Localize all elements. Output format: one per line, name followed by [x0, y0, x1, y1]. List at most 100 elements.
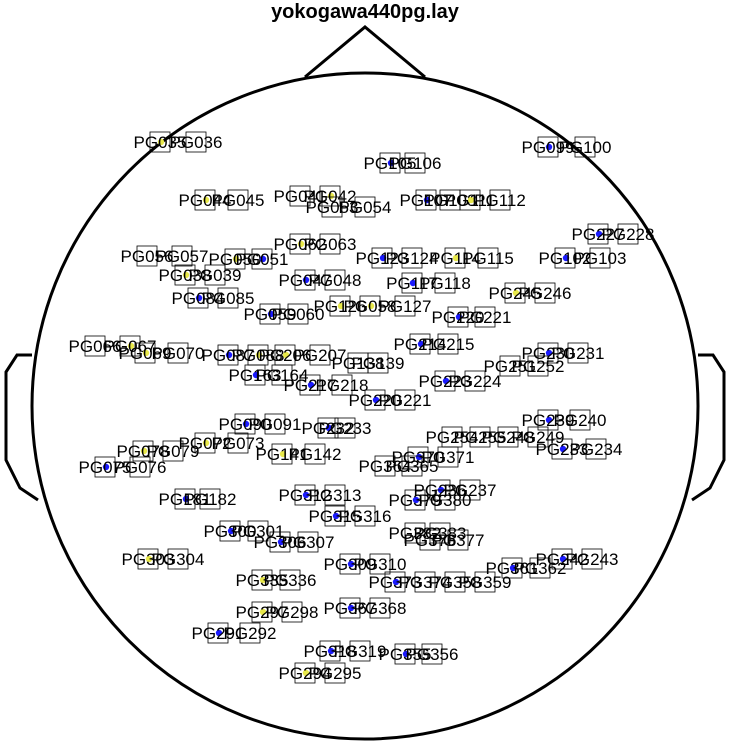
sensor-pg231: PG231	[552, 342, 604, 364]
sensor-marker	[409, 279, 417, 287]
sensor-box	[137, 548, 159, 570]
sensor-pg377: PG377	[432, 529, 484, 551]
sensor-label: PG316	[339, 507, 392, 526]
sensor-pg060: PG060	[272, 303, 324, 325]
sensor-label: PG141	[256, 445, 309, 464]
sensor-label: PG221	[459, 308, 512, 327]
sensor-label: PG232	[302, 419, 355, 438]
sensor-pg045: PG045	[212, 189, 264, 211]
sensor-box	[194, 432, 216, 454]
sensor-box	[167, 548, 189, 570]
sensor-label: PG355	[379, 645, 432, 664]
sensor-label: PG107	[400, 191, 453, 210]
sensor-pg380: PG380	[419, 489, 472, 511]
sensor-box	[244, 364, 266, 386]
sensor-label: PG072	[179, 434, 232, 453]
sensor-box	[404, 522, 426, 544]
sensor-pg365: PG365	[386, 455, 438, 477]
sensor-box	[149, 131, 171, 153]
sensor-pg207: PG207	[294, 344, 346, 366]
sensor-pg309: PG309	[324, 553, 376, 575]
sensor-marker	[142, 349, 150, 357]
sensor-label: PG100	[559, 138, 612, 157]
sensor-marker	[332, 512, 340, 520]
sensor-pg255: PG255	[454, 426, 506, 448]
sensor-label: PG124	[386, 249, 439, 268]
sensor-box	[174, 264, 196, 286]
sensor-pg099: PG099	[522, 136, 574, 158]
sensor-marker	[423, 196, 431, 204]
sensor-box	[504, 282, 526, 304]
sensor-label: PG227	[572, 225, 625, 244]
sensor-pg070: PG070	[152, 342, 204, 364]
sensor-pg114: PG114	[429, 247, 481, 269]
sensor-label: PG118	[419, 274, 471, 293]
sensor-label: PG035	[134, 133, 187, 152]
sensor-box	[364, 389, 386, 411]
sensor-label: PG221	[379, 391, 432, 410]
sensor-label: PG056	[121, 247, 174, 266]
sensor-pg182: PG182	[184, 488, 236, 510]
sensor-box	[299, 374, 321, 396]
sensor-label: PG380	[419, 491, 472, 510]
sensor-pg362: PG362	[514, 557, 566, 579]
sensor-label: PG361	[486, 559, 539, 578]
sensor-pg214: PG214	[394, 333, 447, 355]
sensor-pg291: PG291	[192, 622, 244, 644]
sensor-box	[279, 569, 301, 591]
sensor-pg079: PG079	[147, 440, 199, 462]
sensor-pg163: PG163	[229, 364, 281, 386]
sensor-box	[527, 355, 549, 377]
sensor-marker	[252, 371, 260, 379]
sensor-label: PG050	[209, 250, 262, 269]
sensor-pg242: PG242	[536, 548, 589, 570]
sensor-label: PG073	[212, 434, 265, 453]
sensor-label: PG084	[172, 289, 225, 308]
sensor-pg356: PG356	[406, 643, 458, 665]
sensor-box	[434, 489, 456, 511]
sensor-pg295: PG295	[309, 662, 361, 684]
sensor-marker	[545, 143, 553, 151]
sensor-marker	[267, 310, 275, 318]
sensor-box	[134, 342, 156, 364]
sensor-label: PG066	[69, 337, 122, 356]
sensor-box	[132, 440, 154, 462]
sensor-pg335: PG335	[236, 569, 288, 591]
sensor-marker	[302, 276, 310, 284]
sensor-box	[434, 272, 456, 294]
sensor-label: PG318	[304, 642, 357, 661]
sensor-label: PG078	[117, 442, 170, 461]
sensor-label: PG214	[394, 335, 447, 354]
sensor-label: PG223	[419, 372, 472, 391]
sensor-box	[324, 484, 346, 506]
sensor-pg111: PG111	[445, 189, 495, 211]
sensor-label: PG069	[119, 344, 172, 363]
sensor-box	[239, 622, 261, 644]
sensor-box	[294, 269, 316, 291]
sensor-pg035: PG035	[134, 131, 187, 153]
sensor-label: PG220	[349, 391, 402, 410]
sensor-box	[136, 245, 158, 267]
sensor-pg297: PG297	[236, 601, 288, 623]
sensor-label: PG217	[284, 376, 337, 395]
sensor-marker	[259, 576, 267, 584]
sensor-pg091: PG091	[249, 413, 301, 435]
sensor-marker	[559, 555, 567, 563]
sensor-pg057: PG057	[156, 245, 209, 267]
sensor-box	[459, 479, 481, 501]
sensor-pg181: PG181	[159, 488, 211, 510]
sensor-box	[84, 335, 106, 357]
sensor-box	[581, 548, 603, 570]
sensor-pg227: PG227	[572, 223, 625, 245]
sensor-marker	[259, 255, 267, 263]
sensor-label: PG242	[536, 550, 589, 569]
sensor-pg050: PG050	[209, 248, 262, 270]
sensor-pg316: PG316	[339, 505, 392, 527]
sensor-box	[94, 456, 116, 478]
sensor-box	[321, 196, 343, 218]
sensor-box	[167, 342, 189, 364]
sensor-label: PG053	[306, 198, 359, 217]
sensor-box	[251, 248, 273, 270]
sensor-marker	[402, 650, 410, 658]
sensor-label: PG057	[156, 247, 209, 266]
